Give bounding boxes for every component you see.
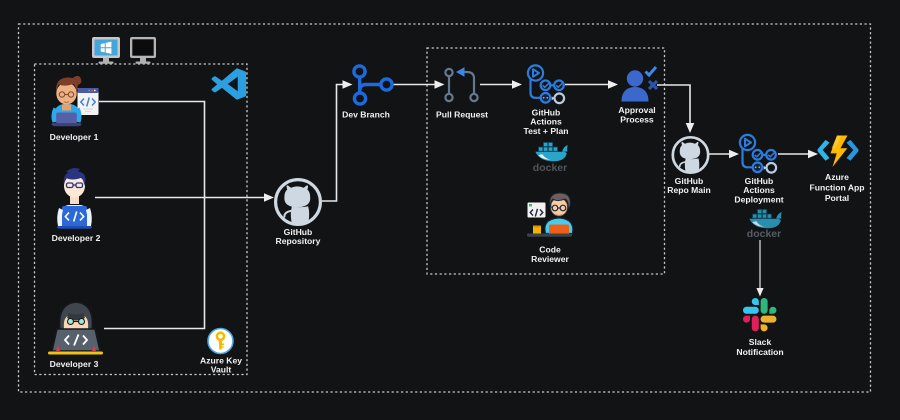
svg-text:Pull Request: Pull Request [436,110,488,120]
svg-text:Notification: Notification [736,347,783,357]
svg-text:Developer 1: Developer 1 [50,132,99,142]
svg-text:GitHub: GitHub [284,227,313,237]
svg-text:GitHub: GitHub [532,107,561,117]
svg-text:Deployment: Deployment [734,194,783,204]
svg-text:Azure Key: Azure Key [200,356,242,366]
svg-text:Developer 3: Developer 3 [50,359,99,369]
svg-text:Approval: Approval [618,105,655,115]
svg-text:Actions: Actions [530,117,562,127]
svg-text:Portal: Portal [825,193,849,203]
svg-text:Test + Plan: Test + Plan [524,126,569,136]
svg-text:docker: docker [747,228,781,240]
svg-text:Repo Main: Repo Main [667,185,710,195]
svg-text:Azure: Azure [825,172,849,182]
svg-text:Function App: Function App [809,183,864,193]
svg-text:Vault: Vault [211,365,232,375]
svg-text:Actions: Actions [743,185,775,195]
svg-text:Code: Code [539,245,561,255]
svg-text:Slack: Slack [749,337,772,347]
svg-text:Process: Process [620,114,654,124]
svg-text:Reviewer: Reviewer [531,254,569,264]
svg-text:GitHub: GitHub [745,176,774,186]
svg-text:docker: docker [533,162,567,174]
svg-text:Developer 2: Developer 2 [52,233,101,243]
svg-text:GitHub: GitHub [675,176,704,186]
svg-text:Repository: Repository [276,236,321,246]
svg-text:Dev Branch: Dev Branch [342,110,390,120]
